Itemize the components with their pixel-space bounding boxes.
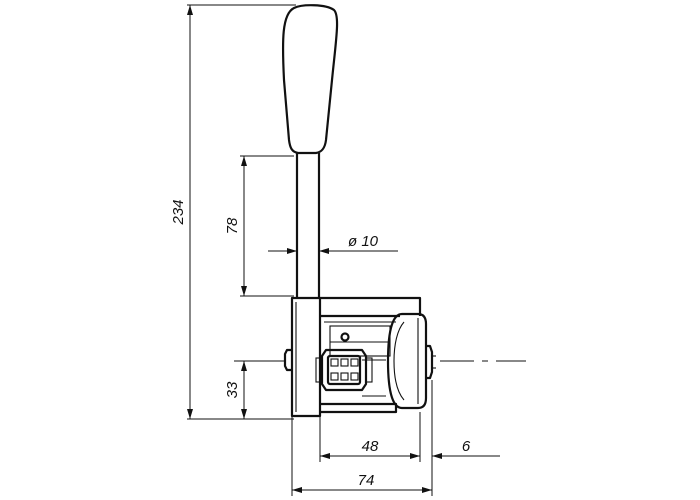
shaft-stub-right bbox=[426, 344, 436, 380]
dim-48-label: 48 bbox=[362, 438, 379, 455]
dim-lever-length: 78 bbox=[224, 155, 294, 297]
lever-handle bbox=[281, 4, 339, 155]
dim-body-width: 48 bbox=[319, 380, 433, 462]
dim-total-width: 74 bbox=[291, 416, 433, 496]
dim-axis-height: 33 bbox=[224, 360, 247, 419]
dim-234-label: 234 bbox=[170, 199, 187, 225]
dim-offset: 6 bbox=[432, 438, 500, 459]
dim-33-label: 33 bbox=[224, 381, 241, 398]
dim-overall-height: 234 bbox=[170, 4, 296, 420]
end-cap bbox=[386, 312, 428, 410]
electrical-connector bbox=[315, 348, 373, 392]
dim-diameter-label: ø 10 bbox=[348, 233, 379, 250]
lever-shaft bbox=[295, 153, 321, 298]
dim-diameter: ø 10 bbox=[268, 233, 398, 254]
dim-78-label: 78 bbox=[224, 217, 241, 234]
dim-74-label: 74 bbox=[358, 472, 375, 489]
housing-body bbox=[320, 296, 422, 414]
shaft-stub-left bbox=[283, 348, 292, 372]
mounting-plate bbox=[290, 296, 322, 418]
dim-6-label: 6 bbox=[462, 438, 471, 455]
